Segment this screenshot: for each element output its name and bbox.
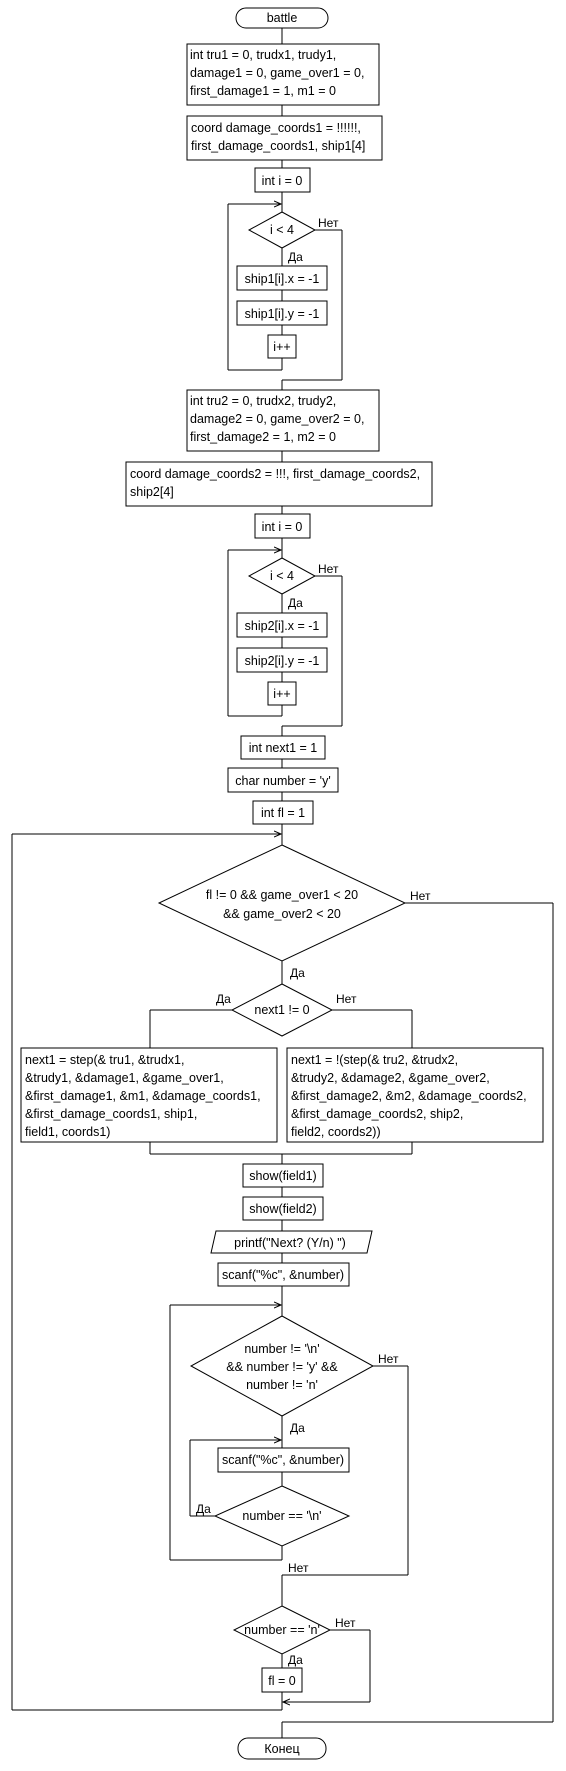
loop2-inc-block bbox=[267, 681, 297, 706]
main-cond-line-2: && game_over2 < 20 bbox=[223, 907, 341, 921]
next1-label: int next1 = 1 bbox=[249, 741, 317, 755]
init2-line-3: first_damage2 = 1, m2 = 0 bbox=[190, 430, 336, 444]
step1-line-3: &first_damage1, &m1, &damage_coords1, bbox=[25, 1089, 261, 1103]
loop2-no-label: Нет bbox=[318, 562, 339, 576]
fl-label: int fl = 1 bbox=[261, 806, 305, 820]
end-terminal bbox=[237, 1737, 327, 1760]
number-cond-line-2: && number != 'y' && bbox=[226, 1360, 338, 1374]
coords1-line-1: coord damage_coords1 = !!!!!!, bbox=[191, 121, 361, 135]
loop1-init-block bbox=[254, 167, 311, 193]
init1-line-3: first_damage1 = 1, m1 = 0 bbox=[190, 84, 336, 98]
init1-line-1: int tru1 = 0, trudx1, trudy1, bbox=[190, 48, 336, 62]
coords2-line-2: ship2[4] bbox=[130, 485, 174, 499]
scanf2-label: scanf("%c", &number) bbox=[222, 1453, 344, 1467]
loop1-no-label: Нет bbox=[318, 216, 339, 230]
number-label: char number = 'y' bbox=[235, 774, 330, 788]
show1-label: show(field1) bbox=[249, 1169, 316, 1183]
printf-label: printf("Next? (Y/n) ") bbox=[234, 1236, 346, 1250]
loop2-cond-label: i < 4 bbox=[270, 569, 294, 583]
fl-zero-label: fl = 0 bbox=[268, 1674, 295, 1688]
coords2-block bbox=[125, 461, 433, 507]
number-no-label: Нет bbox=[378, 1352, 399, 1366]
loop1-x-label: ship1[i].x = -1 bbox=[245, 272, 320, 286]
end-label: Конец bbox=[264, 1742, 299, 1756]
step1-line-5: field1, coords1) bbox=[25, 1125, 110, 1139]
loop1-inc-block bbox=[267, 334, 297, 359]
loop2-y-label: ship2[i].y = -1 bbox=[245, 654, 320, 668]
show2-label: show(field2) bbox=[249, 1202, 316, 1216]
step2-line-5: field2, coords2)) bbox=[291, 1125, 381, 1139]
next1-cond-label: next1 != 0 bbox=[254, 1003, 309, 1017]
loop2-init-label: int i = 0 bbox=[262, 520, 303, 534]
coords1-block bbox=[186, 115, 383, 161]
step2-line-1: next1 = !(step(& tru2, &trudx2, bbox=[291, 1053, 458, 1067]
loop2-condition bbox=[247, 557, 317, 595]
step2-block bbox=[286, 1047, 544, 1143]
scanf1-block bbox=[217, 1262, 350, 1287]
fl-block bbox=[252, 800, 314, 825]
n-cond-label: number == 'n' bbox=[244, 1623, 320, 1637]
init1-line-2: damage1 = 0, game_over1 = 0, bbox=[190, 66, 364, 80]
main-yes-label: Да bbox=[290, 966, 305, 980]
loop1-y-label: ship1[i].y = -1 bbox=[245, 307, 320, 321]
newline-yes-label: Да bbox=[196, 1502, 211, 1516]
next1-block bbox=[240, 735, 326, 760]
newline-cond-label: number == '\n' bbox=[242, 1509, 321, 1523]
start-label: battle bbox=[267, 11, 298, 25]
number-cond-line-3: number != 'n' bbox=[246, 1378, 318, 1392]
step1-line-1: next1 = step(& tru1, &trudx1, bbox=[25, 1053, 184, 1067]
loop1-yes-label: Да bbox=[288, 250, 303, 264]
step1-line-4: &first_damage_coords1, ship1, bbox=[25, 1107, 197, 1121]
step2-line-4: &first_damage_coords2, ship2, bbox=[291, 1107, 463, 1121]
loop1-condition bbox=[247, 211, 317, 249]
step2-line-3: &first_damage2, &m2, &damage_coords2, bbox=[291, 1089, 527, 1103]
loop1-cond-label: i < 4 bbox=[270, 223, 294, 237]
step2-line-2: &trudy2, &damage2, &game_over2, bbox=[291, 1071, 490, 1085]
n-no-label: Нет bbox=[335, 1616, 356, 1630]
scanf2-block bbox=[217, 1447, 350, 1473]
init2-line-1: int tru2 = 0, trudx2, trudy2, bbox=[190, 394, 336, 408]
number-block bbox=[227, 767, 339, 793]
init1-block bbox=[186, 43, 380, 106]
main-loop-condition bbox=[157, 844, 407, 962]
number-yes-label: Да bbox=[290, 1421, 305, 1435]
connectors bbox=[11, 28, 554, 1738]
loop2-x-label: ship2[i].x = -1 bbox=[245, 619, 320, 633]
newline-no-label: Нет bbox=[288, 1561, 309, 1575]
loop2-x-block bbox=[236, 612, 328, 638]
loop2-init-block bbox=[254, 513, 311, 539]
next1-condition bbox=[230, 983, 334, 1037]
next1-no-label: Нет bbox=[336, 992, 357, 1006]
step1-line-2: &trudy1, &damage1, &game_over1, bbox=[25, 1071, 224, 1085]
number-cond-line-1: number != '\n' bbox=[244, 1342, 319, 1356]
loop2-y-block bbox=[236, 647, 328, 673]
printf-io-block bbox=[210, 1230, 373, 1254]
coords2-line-1: coord damage_coords2 = !!!, first_damage… bbox=[130, 467, 420, 481]
main-cond-line-1: fl != 0 && game_over1 < 20 bbox=[206, 888, 358, 902]
init2-line-2: damage2 = 0, game_over2 = 0, bbox=[190, 412, 364, 426]
scanf1-label: scanf("%c", &number) bbox=[222, 1268, 344, 1282]
next1-yes-label: Да bbox=[216, 992, 231, 1006]
loop2-yes-label: Да bbox=[288, 596, 303, 610]
loop1-inc-label: i++ bbox=[273, 340, 290, 354]
fl-zero-block bbox=[261, 1667, 303, 1693]
coords1-line-2: first_damage_coords1, ship1[4] bbox=[191, 139, 365, 153]
init2-block bbox=[186, 389, 380, 452]
main-no-label: Нет bbox=[410, 889, 431, 903]
start-terminal bbox=[235, 7, 329, 29]
loop2-inc-label: i++ bbox=[273, 687, 290, 701]
loop1-y-block bbox=[236, 300, 328, 326]
step1-block bbox=[20, 1047, 278, 1143]
n-yes-label: Да bbox=[288, 1653, 303, 1667]
show2-block bbox=[242, 1196, 324, 1221]
loop1-init-label: int i = 0 bbox=[262, 174, 303, 188]
number-condition bbox=[189, 1315, 375, 1417]
newline-condition bbox=[213, 1485, 351, 1547]
loop1-x-block bbox=[236, 265, 328, 291]
n-condition bbox=[232, 1605, 332, 1655]
show1-block bbox=[242, 1163, 324, 1188]
